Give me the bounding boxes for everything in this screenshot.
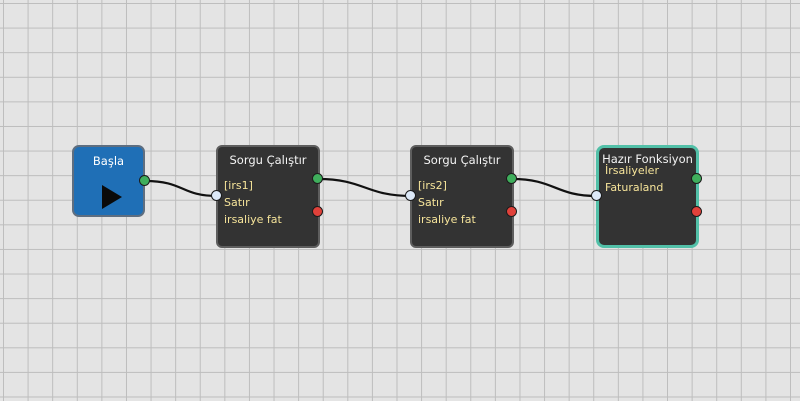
connection-query2-to-function	[511, 177, 598, 198]
query-node-1-error-port[interactable]	[312, 206, 323, 217]
function-node-success-port[interactable]	[691, 173, 702, 184]
start-node-title: Başla	[92, 154, 125, 168]
function-node-field: Faturaland	[605, 181, 664, 194]
query-node-2-field: irsaliye fat	[418, 213, 476, 226]
function-node-field: İrsaliyeler	[605, 164, 659, 177]
query-node-1-input-port[interactable]	[211, 190, 222, 201]
query-node-1-field: irsaliye fat	[224, 213, 282, 226]
query-node-2-success-port[interactable]	[506, 173, 517, 184]
start-node-output-port[interactable]	[139, 175, 150, 186]
query-node-2-field: Satır	[418, 196, 444, 209]
function-node-title: Hazır Fonksiyon	[602, 152, 693, 166]
function-node-fields: İrsaliyeler Faturaland	[599, 162, 696, 196]
query-node-2-input-port[interactable]	[405, 190, 416, 201]
query-node-1-title: Sorgu Çalıştır	[229, 153, 307, 167]
query-node-2-fields: [irs2] Satır irsaliye fat	[412, 177, 512, 228]
query-node-2-field: [irs2]	[418, 179, 447, 192]
start-node[interactable]: Başla	[72, 145, 145, 217]
function-node-input-port[interactable]	[591, 190, 602, 201]
query-node-1-success-port[interactable]	[312, 173, 323, 184]
connection-start-to-query1	[144, 179, 219, 198]
play-icon	[102, 185, 122, 209]
function-node-error-port[interactable]	[691, 206, 702, 217]
query-node-1-field: Satır	[224, 196, 250, 209]
query-node-2[interactable]: Sorgu Çalıştır [irs2] Satır irsaliye fat	[410, 145, 514, 248]
query-node-1-fields: [irs1] Satır irsaliye fat	[218, 177, 318, 228]
query-node-2-title: Sorgu Çalıştır	[423, 153, 501, 167]
query-node-2-error-port[interactable]	[506, 206, 517, 217]
function-node[interactable]: Hazır Fonksiyon İrsaliyeler Faturaland	[596, 145, 699, 248]
query-node-1-field: [irs1]	[224, 179, 253, 192]
query-node-1[interactable]: Sorgu Çalıştır [irs1] Satır irsaliye fat	[216, 145, 320, 248]
connection-query1-to-query2	[317, 177, 413, 198]
